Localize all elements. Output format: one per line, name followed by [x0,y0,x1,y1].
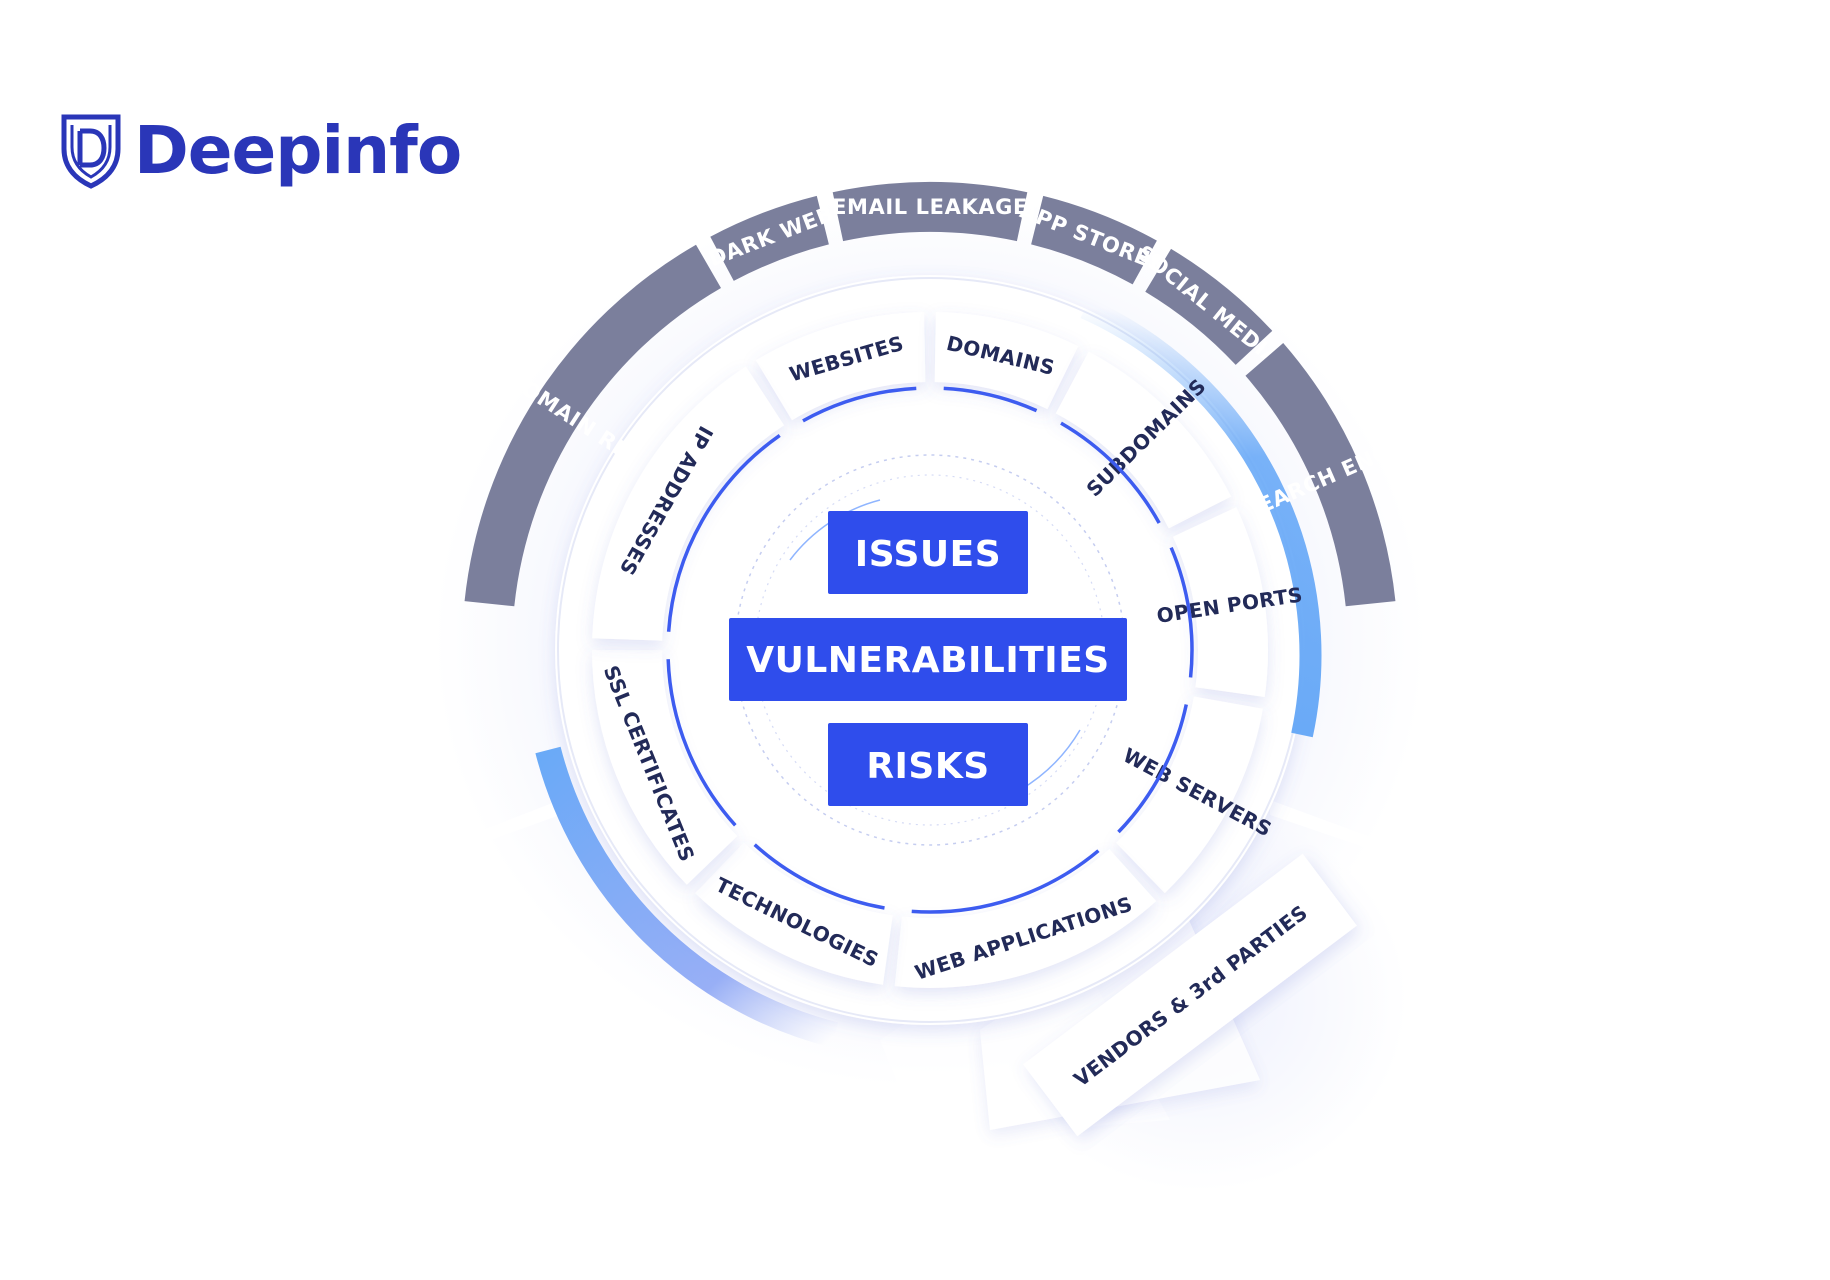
core-label-risks: RISKS [866,746,989,787]
inner-segment-subdomains[interactable] [1055,351,1232,529]
inner-segment-websites[interactable] [755,312,926,421]
label-email-leakage: EMAIL LEAKAGE [832,195,1028,219]
accent-arc [1060,421,1161,524]
accent-arc [802,386,917,423]
accent-arc [911,849,1100,914]
core: ISSUES VULNERABILITIES RISKS [729,511,1127,806]
core-box-vulnerabilities [729,618,1127,701]
core-label-vulnerabilities: VULNERABILITIES [746,640,1109,681]
inner-segment-ip-addresses[interactable] [592,366,785,641]
accent-arc [943,386,1038,413]
highlight-arc-right [1080,297,1322,738]
accent-arcs [666,386,1194,914]
accent-arc [1169,546,1194,678]
inner-segment-ssl-certificates[interactable] [592,650,738,885]
brand-logo[interactable]: Deepinfo [60,108,462,194]
inner-segment-web-applications[interactable] [894,849,1157,988]
inner-segment-domains[interactable] [934,312,1079,410]
decorative-ray [380,800,560,880]
outer-segment-fraudulent-domain-registration[interactable] [464,244,721,607]
decorative-ray [1270,800,1460,880]
accent-arc [753,843,885,910]
accent-arc [666,659,737,827]
inner-segment-technologies[interactable] [695,842,893,985]
accent-arc [666,433,781,632]
core-label-issues: ISSUES [855,534,1001,575]
brand-name: Deepinfo [134,112,462,189]
core-box-issues [828,511,1028,594]
outer-segment-dark-web[interactable] [710,195,829,281]
outer-segment-social-media[interactable] [1145,248,1273,365]
shield-d-icon [61,114,121,189]
inner-segment-open-ports[interactable] [1172,507,1268,698]
outer-segment-search-engine[interactable] [1245,342,1396,607]
outer-segment-email-leakage[interactable] [832,181,1028,242]
core-box-risks [828,723,1028,806]
highlight-arc-left [535,746,839,1048]
accent-arc [1117,704,1188,834]
inner-segment-web-servers[interactable] [1116,696,1263,894]
outer-segment-app-stores[interactable] [1031,195,1157,285]
